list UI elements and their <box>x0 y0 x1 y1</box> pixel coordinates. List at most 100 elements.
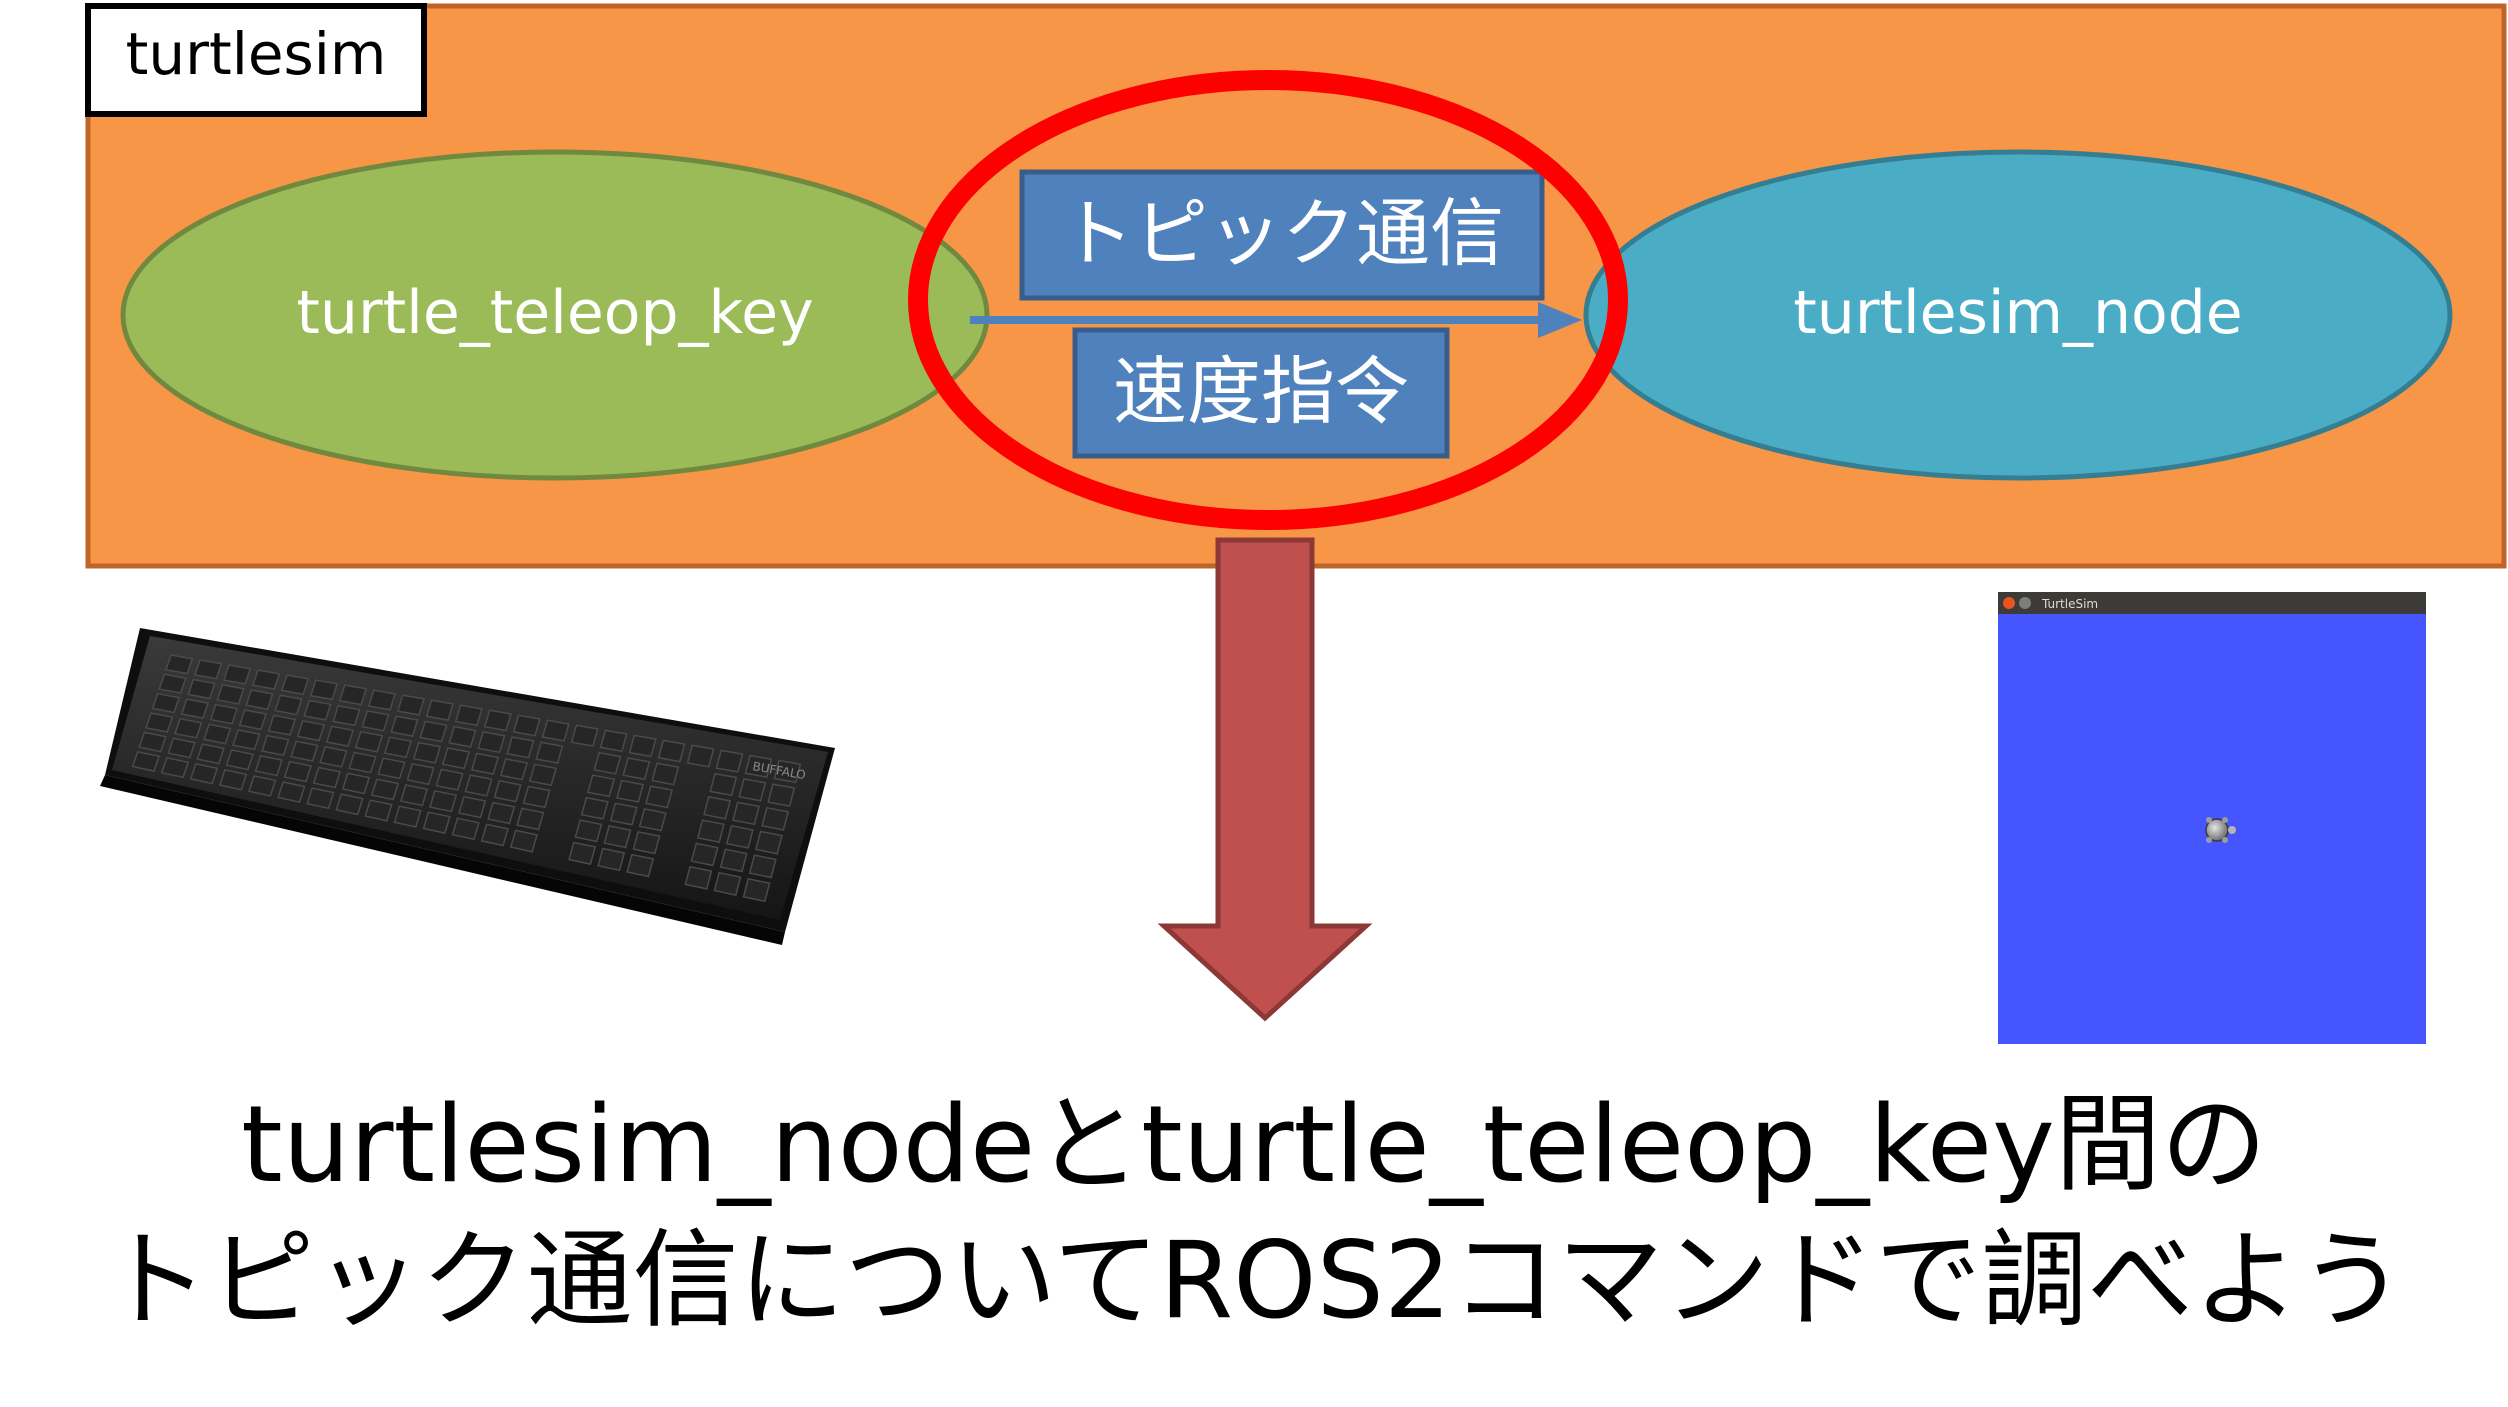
message-label: 速度指令 <box>1113 349 1409 435</box>
keyboard-key <box>174 717 203 739</box>
keyboard-key <box>512 714 541 737</box>
keyboard-key <box>429 790 458 813</box>
keyboard-key <box>145 712 174 733</box>
package-label: turtlesim <box>126 20 387 88</box>
keyboard-key <box>597 847 626 872</box>
keyboard-key <box>522 785 551 809</box>
window-minimize-icon <box>2019 597 2031 609</box>
keyboard-key <box>296 720 326 742</box>
keyboard-key <box>261 734 290 757</box>
keyboard-key <box>218 769 248 791</box>
keyboard-key <box>222 664 252 685</box>
keyboard-key <box>748 854 777 879</box>
keyboard-key <box>628 734 657 758</box>
keyboard-key <box>312 766 341 789</box>
keyboard-key <box>280 674 310 696</box>
caption-line-2: トピック通信についてROS2コマンドで調べよう <box>102 1219 2406 1342</box>
keyboard-key <box>464 774 493 797</box>
keyboard-key <box>493 779 522 803</box>
keyboard-key <box>335 793 364 816</box>
keyboard-key <box>138 731 167 753</box>
keyboard-key <box>616 779 645 803</box>
keyboard-key <box>767 783 796 807</box>
keyboard-key <box>719 848 748 873</box>
keyboard-key <box>158 673 187 694</box>
keyboard-key <box>361 710 390 732</box>
keyboard-key <box>348 751 377 774</box>
keyboard-key <box>541 719 570 742</box>
keyboard-key <box>626 853 655 878</box>
node-label: turtle_teleop_key <box>296 278 813 348</box>
keyboard-key <box>657 739 686 763</box>
keyboard-key <box>303 699 332 721</box>
keyboard-key <box>744 754 773 778</box>
keyboard-key <box>725 824 754 849</box>
keyboard-key <box>761 806 790 831</box>
keyboard-key <box>338 684 368 706</box>
keyboard-key <box>528 763 558 787</box>
keyboard-key <box>470 752 500 775</box>
keyboard-key <box>651 762 680 786</box>
turtlesim-window-image: TurtleSim <box>1998 592 2426 1044</box>
keyboard-key <box>377 757 406 780</box>
node-ellipse <box>120 149 990 481</box>
keyboard-key <box>690 842 719 867</box>
keyboard-key <box>419 720 448 743</box>
keyboard-key <box>332 704 361 727</box>
keyboard-key <box>225 749 254 771</box>
node-turtle-teleop-key: turtle_teleop_key <box>120 149 990 481</box>
keyboard-key <box>742 877 771 903</box>
keyboard-key <box>203 723 232 745</box>
keyboard-key <box>267 714 297 736</box>
keyboard-key <box>454 704 483 727</box>
node-turtlesim-node: turtlesim_node <box>1583 149 2453 481</box>
keyboard-key <box>709 772 738 797</box>
keyboard-key <box>306 787 335 810</box>
keyboard-key <box>645 785 674 809</box>
keyboard-key <box>448 725 477 748</box>
keyboard-key <box>599 729 628 753</box>
keyboard-key <box>196 743 225 765</box>
highlight-circle <box>908 70 1628 530</box>
keyboard-key <box>325 725 355 747</box>
keyboard-key <box>713 871 742 896</box>
keyboard-key <box>593 751 622 775</box>
keyboard-key <box>738 778 767 802</box>
keyboard-key <box>754 830 783 855</box>
keyboard-key <box>451 817 480 841</box>
node-label: turtlesim_node <box>1793 278 2242 348</box>
keyboard-key <box>703 796 732 820</box>
keyboard-key <box>238 709 267 731</box>
keyboard-key <box>422 811 451 834</box>
keyboard-key <box>254 754 283 777</box>
keyboard-key <box>399 784 429 807</box>
keyboard-key <box>180 698 209 719</box>
keyboard-image: BUFFALO <box>100 628 835 945</box>
turtlesim-window-title: TurtleSim <box>2041 597 2098 611</box>
keyboard-key <box>574 819 603 843</box>
keyboard-key <box>609 802 638 826</box>
keyboard-key <box>290 740 319 762</box>
keyboard-key <box>483 709 512 732</box>
topic-label-box: トピック通信 <box>1019 169 1545 301</box>
keyboard-key <box>193 659 223 680</box>
keyboard-key <box>603 825 632 849</box>
keyboard-key <box>274 694 303 716</box>
keyboard-key <box>248 775 277 797</box>
keyboard-key <box>441 747 471 770</box>
keyboard-key <box>732 801 761 826</box>
keyboard-key <box>425 699 454 721</box>
keyboard-key <box>160 756 190 779</box>
topic-edge-arrow <box>970 302 1582 338</box>
keyboard-key <box>458 795 487 819</box>
keyboard-key <box>370 778 400 801</box>
keyboard-key <box>477 731 506 754</box>
keyboard-key <box>251 669 281 690</box>
keyboard-key <box>622 757 651 781</box>
keyboard-key <box>341 772 371 795</box>
keyboard-key <box>570 724 599 747</box>
keyboard-key <box>364 799 393 822</box>
keyboard-key <box>167 737 196 759</box>
keyboard-key <box>393 805 422 828</box>
keyboard-key <box>696 819 725 843</box>
